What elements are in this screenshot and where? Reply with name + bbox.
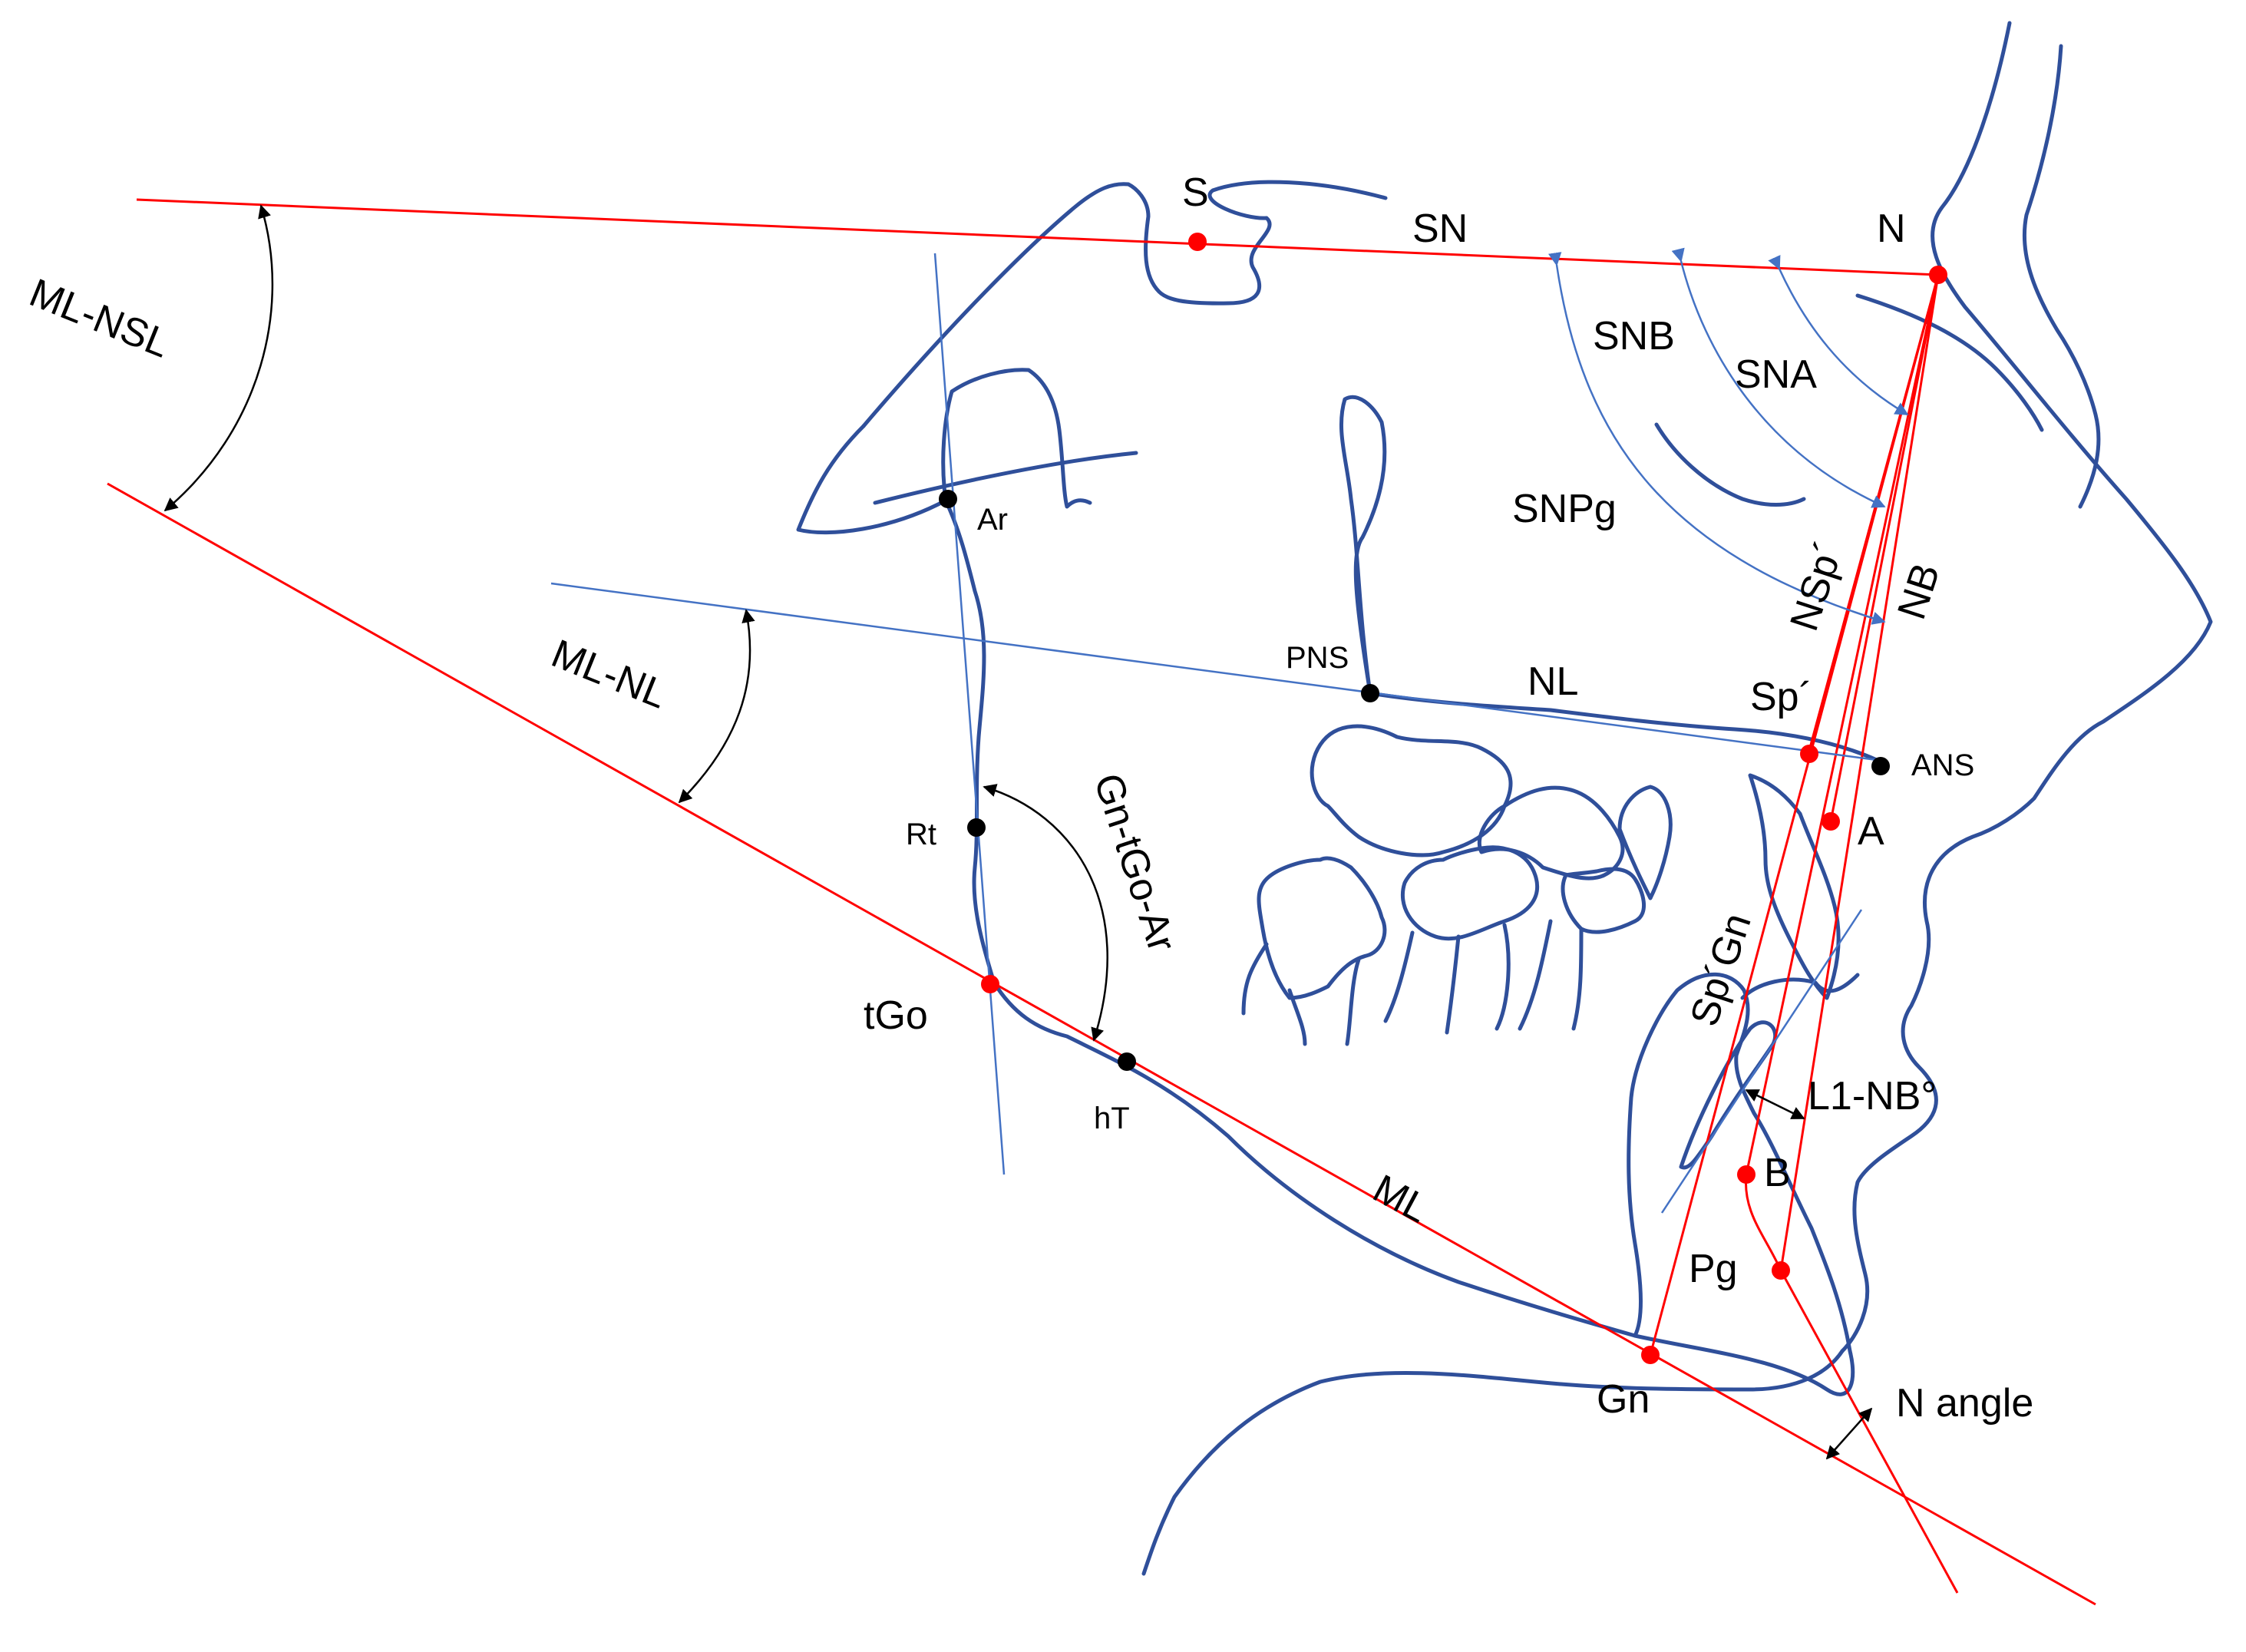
label-nb: NB [1889, 558, 1948, 625]
molar-2 [1310, 724, 1513, 857]
ramus-outline [796, 424, 1637, 1338]
point-ht [1118, 1052, 1136, 1071]
label-n: N [1877, 206, 1906, 251]
label-l1-nb: L1-NB° [1808, 1074, 1937, 1118]
label-ar: Ar [977, 503, 1008, 537]
l1-nb-arrow [1745, 1089, 1805, 1120]
label-tgo: tGo [864, 993, 928, 1038]
upper-incisor-outline [1748, 773, 1841, 1000]
label-a: A [1858, 809, 1884, 854]
molar-4 [1477, 785, 1625, 881]
construction-lines [550, 247, 1909, 1214]
pns-posterior [1339, 395, 1387, 695]
label-snb: SNB [1593, 314, 1675, 358]
label-nl: NL [1528, 659, 1578, 704]
reference-lines [107, 198, 2096, 1606]
point-pg [1772, 1261, 1790, 1280]
nl-line [550, 582, 1878, 762]
molar-3 [1400, 845, 1540, 941]
soft-tissue-profile [1840, 21, 2213, 1353]
ml-nsl-arrow [163, 204, 274, 512]
label-s: S [1182, 170, 1209, 215]
point-s [1188, 233, 1207, 251]
n-to-pg-line [1779, 274, 1940, 1271]
premolar-2 [1617, 785, 1673, 900]
point-tgo [981, 975, 999, 993]
ml-nl-arrow [678, 609, 755, 804]
point-n [1929, 266, 1947, 284]
label-b: B [1764, 1151, 1791, 1195]
nasal-bridge [2022, 44, 2101, 509]
point-ar [939, 490, 957, 508]
lower-incisor-crown [1740, 973, 1860, 1000]
label-ml-nl: ML-NL [546, 631, 673, 717]
label-sna: SNA [1735, 352, 1817, 397]
nasion-soft-curve [1855, 293, 2044, 432]
label-n-angle: N angle [1896, 1381, 2033, 1426]
point-b [1737, 1165, 1756, 1184]
label-rt: Rt [906, 818, 936, 851]
n-angle-arrow [1825, 1407, 1873, 1460]
molar-1 [1257, 856, 1387, 1000]
pg-b-contour [1744, 1174, 1782, 1271]
root-lines [1241, 919, 1584, 1046]
facial-line [1779, 1270, 1959, 1594]
incisor-axis-line [1660, 909, 1863, 1214]
label-snpg: SNPg [1512, 487, 1617, 531]
ramus-tangent [933, 253, 1006, 1175]
lower-incisor-root [1679, 1020, 1778, 1170]
label-ml: ML [1366, 1166, 1435, 1231]
label-gn-tgo-ar: Gn-tGo-Ar [1085, 768, 1184, 957]
label-pns: PNS [1286, 641, 1349, 675]
snb-arc [1671, 247, 1886, 508]
label-nsp: NSp´ [1782, 536, 1852, 636]
gn-tgo-ar-arrow [983, 784, 1108, 1042]
label-ans: ANS [1911, 748, 1974, 782]
point-rt [967, 818, 986, 837]
label-ml-nsl: ML-NSL [24, 270, 177, 366]
label-sn: SN [1412, 206, 1468, 251]
label-pg: Pg [1689, 1247, 1738, 1291]
premolar-1 [1561, 867, 1647, 934]
label-sp: Sp´ [1750, 675, 1812, 719]
point-pns [1361, 684, 1379, 702]
soft-tissue-chin [1141, 1349, 1845, 1576]
symphysis-outline [1627, 972, 1855, 1396]
sella-outline [861, 180, 1388, 428]
condyle-outline [941, 368, 1092, 509]
angle-arrows [163, 204, 1873, 1460]
landmark-points [939, 233, 1947, 1364]
point-sp [1800, 745, 1818, 763]
sna-arc [1768, 255, 1909, 416]
point-a [1822, 812, 1840, 831]
point-ans [1871, 757, 1890, 775]
coronoid-line [873, 451, 1138, 505]
n-to-b-line [1745, 274, 1940, 1175]
labels: S SN N SNB SNA SNPg NSp´ NB ML-NSL Ar PN… [24, 170, 2034, 1426]
snpg-arc [1548, 252, 1886, 625]
label-ht: hT [1094, 1102, 1130, 1135]
label-gn: Gn [1597, 1377, 1650, 1422]
sn-line [136, 198, 1939, 276]
point-gn [1641, 1346, 1660, 1364]
ml-nsl-lower-line [107, 482, 2096, 1606]
